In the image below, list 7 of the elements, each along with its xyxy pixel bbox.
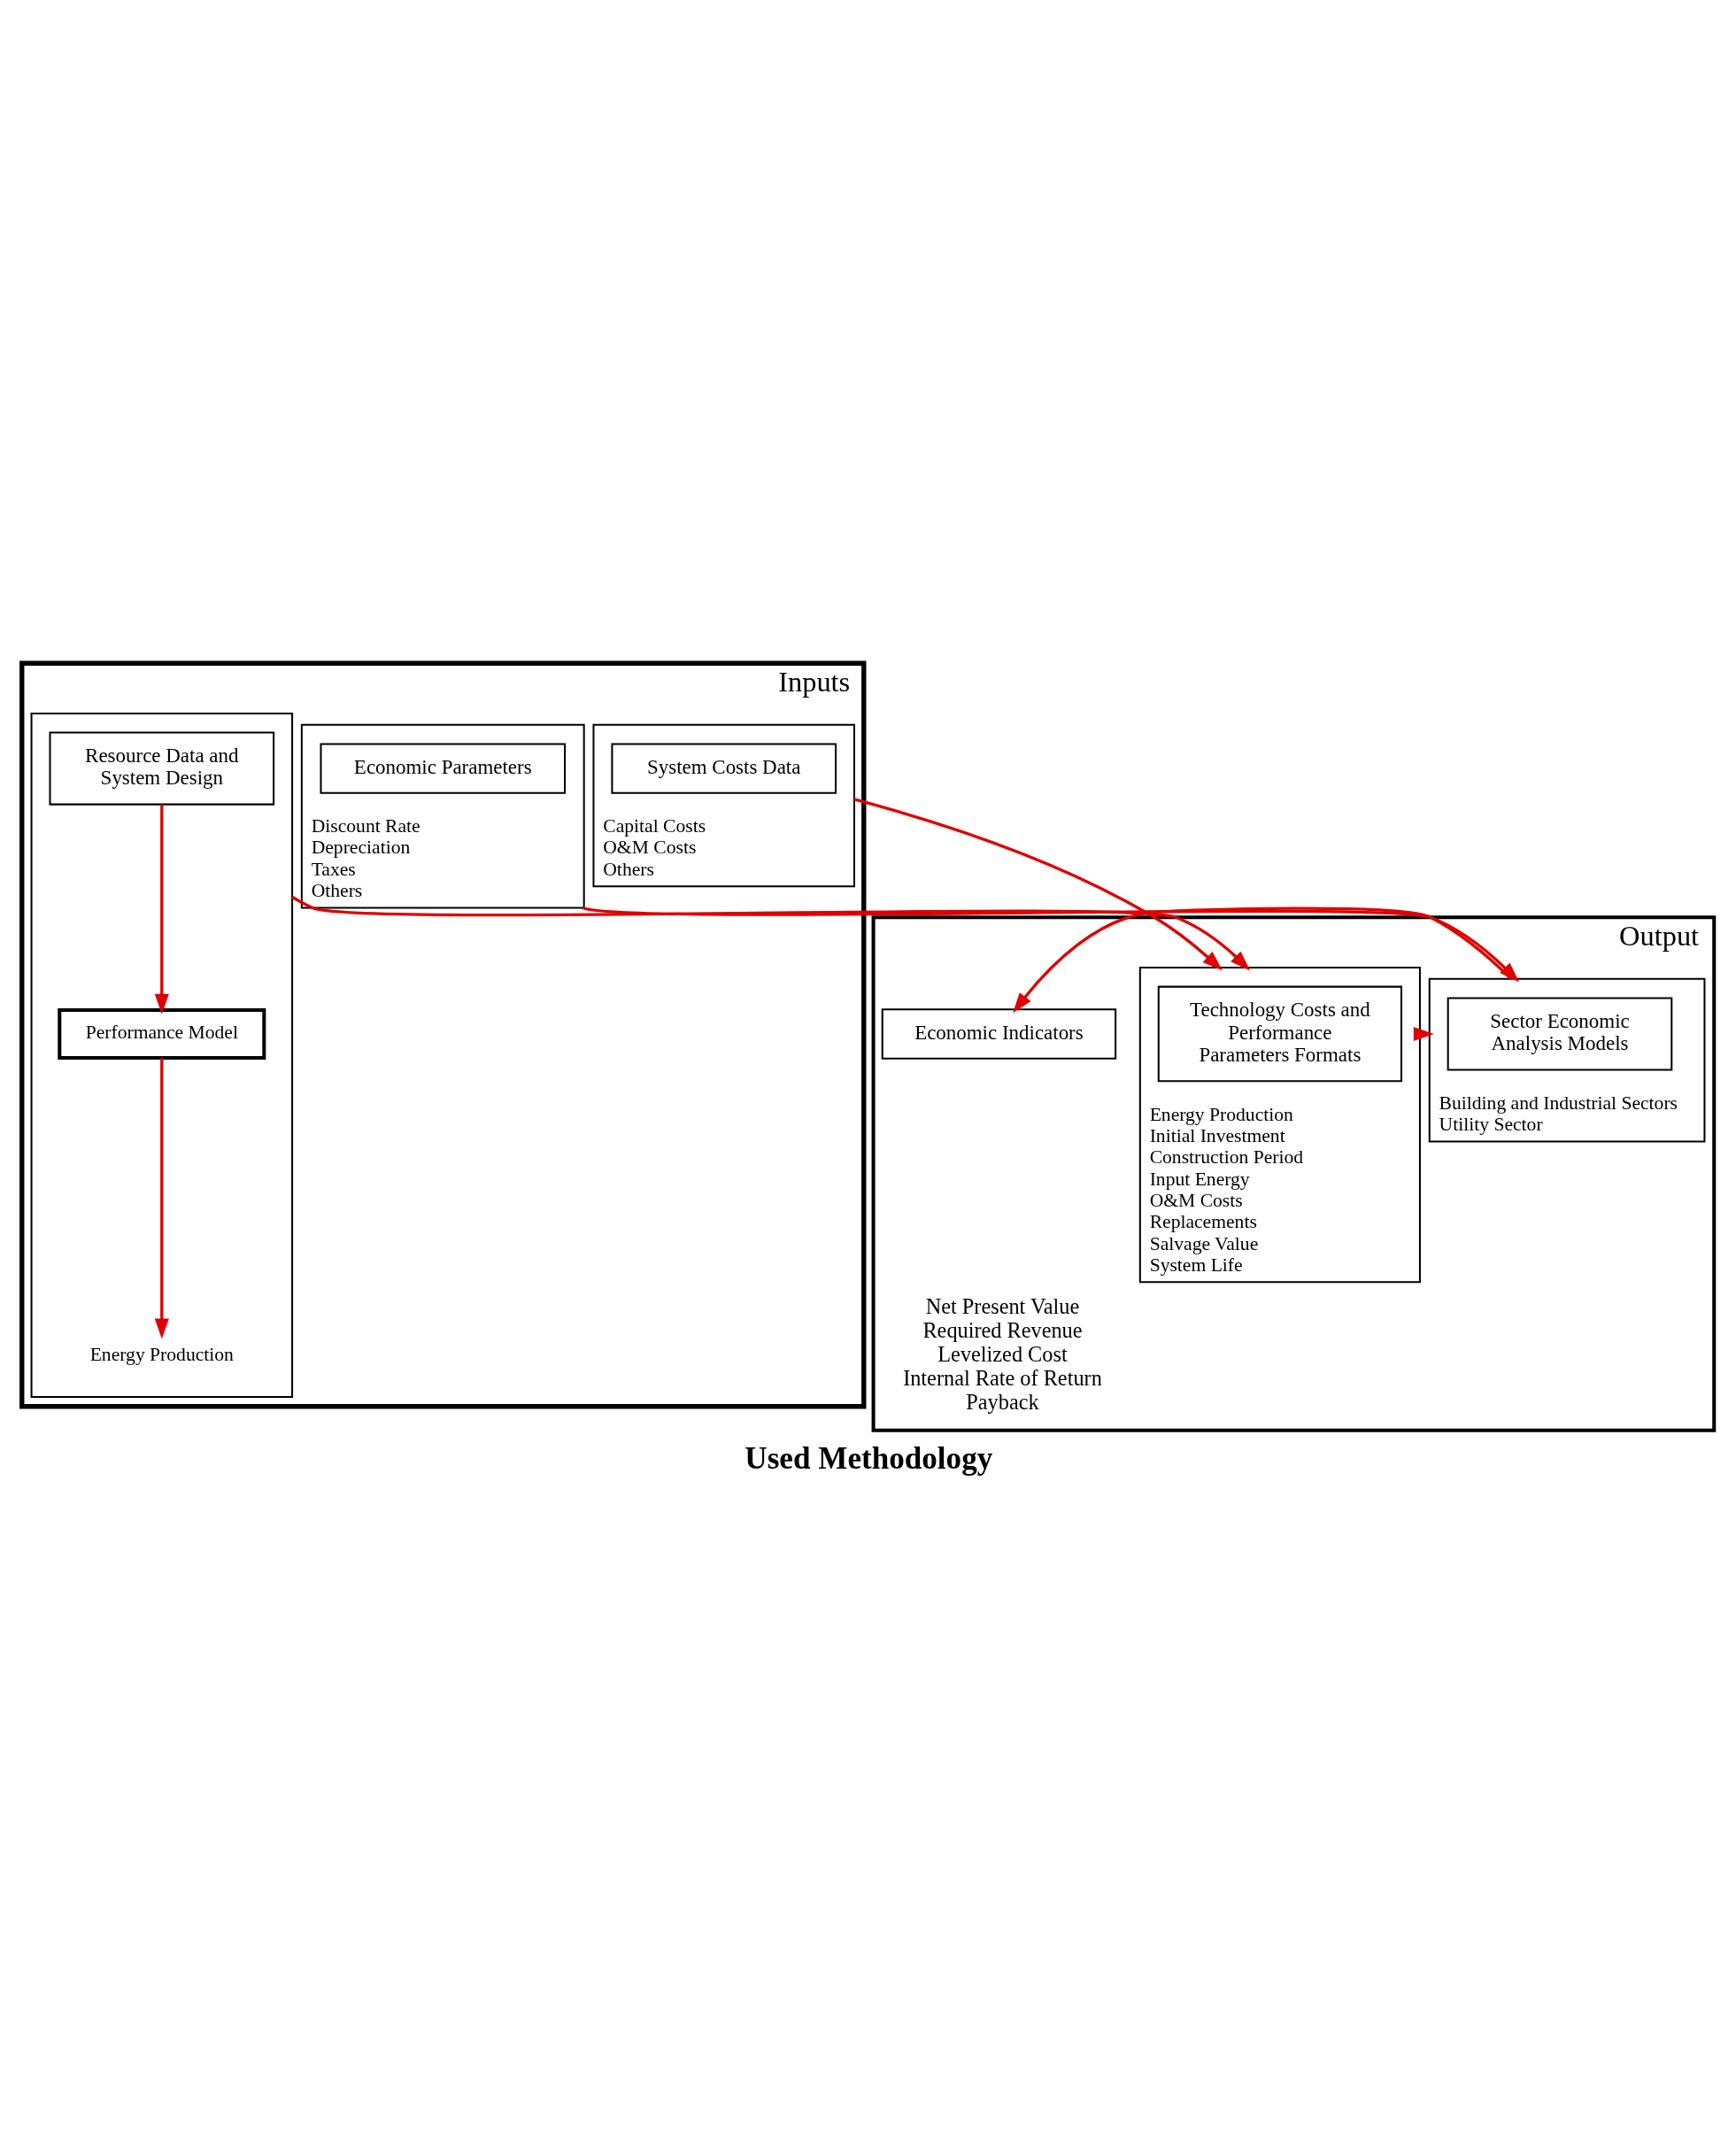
node-text: Energy Production [89, 1343, 234, 1365]
node-label: Levelized Cost [937, 1341, 1068, 1366]
caption: Used Methodology [745, 1440, 993, 1476]
node-label: Payback [966, 1389, 1039, 1414]
node-label: Required Revenue [922, 1317, 1083, 1342]
node-label: Net Present Value [925, 1293, 1080, 1318]
node-label: Internal Rate of Return [903, 1365, 1102, 1390]
